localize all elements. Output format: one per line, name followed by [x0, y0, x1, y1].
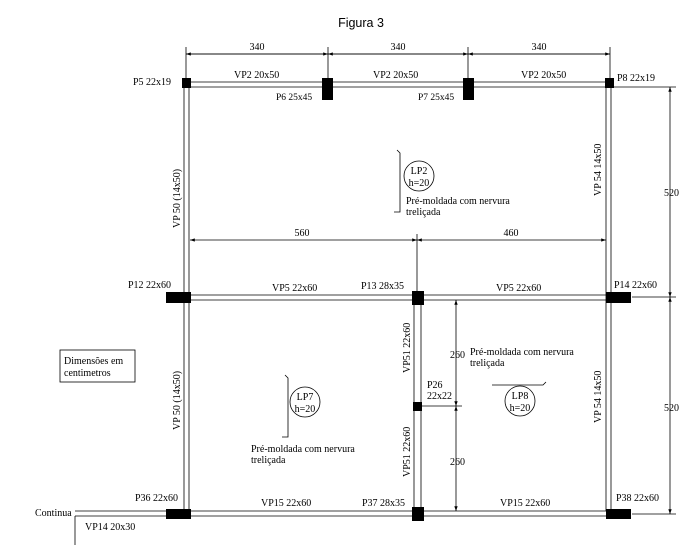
lp2-note-2: treliçada — [406, 207, 441, 218]
pillar-p5 — [182, 78, 191, 88]
label-p13: P13 28x35 — [361, 281, 404, 292]
pillar-p14 — [606, 292, 631, 303]
pillar-p26 — [413, 402, 422, 411]
label-vp51-top: VP51 22x60 — [402, 323, 413, 373]
label-vp5-2: VP5 22x60 — [496, 283, 541, 294]
right-dimension-line: 520 520 — [612, 86, 679, 515]
pillar-p6 — [322, 78, 333, 100]
pillar-p8 — [605, 78, 614, 88]
lp8-h: h=20 — [510, 403, 531, 414]
lp8-note-2: treliçada — [470, 358, 505, 369]
slab-lp7: LP7 h=20 Pré-moldada com nervura treliça… — [251, 374, 355, 466]
lp7-name: LP7 — [297, 392, 314, 403]
label-p7: P7 25x45 — [418, 93, 454, 103]
label-p36: P36 22x60 — [135, 493, 178, 504]
label-p38: P38 22x60 — [616, 493, 659, 504]
vp51-dimension-line: 260 260 — [422, 300, 465, 511]
label-vp51-bottom: VP51 22x60 — [402, 427, 413, 477]
pillar-p37 — [412, 507, 424, 521]
lp7-h: h=20 — [295, 404, 316, 415]
dim-top-span-3: 340 — [532, 42, 547, 53]
lp8-note-1: Pré-moldada com nervura — [470, 347, 574, 358]
units-legend: Dimensões em centimetros — [59, 349, 136, 383]
label-p6: P6 25x45 — [276, 93, 312, 103]
lp2-name: LP2 — [411, 166, 428, 177]
slab-lp8: LP8 h=20 Pré-moldada com nervura treliça… — [470, 347, 574, 417]
label-p26-dim: 22x22 — [427, 391, 452, 402]
pillar-p7 — [463, 78, 474, 100]
lp2-note-1: Pré-moldada com nervura — [406, 196, 510, 207]
lp7-note-2: treliçada — [251, 455, 286, 466]
label-p12: P12 22x60 — [128, 280, 171, 291]
label-p5: P5 22x19 — [133, 77, 171, 88]
figure-title: Figura 3 — [338, 16, 384, 30]
dim-mid-span-1: 560 — [295, 228, 310, 239]
label-vp14: VP14 20x30 — [85, 522, 135, 533]
label-vp15-2: VP15 22x60 — [500, 498, 550, 509]
lp2-h: h=20 — [409, 178, 430, 189]
label-vp2-1: VP2 20x50 — [234, 70, 279, 81]
dim-right-height-1: 520 — [664, 188, 679, 199]
label-vp5-1: VP5 22x60 — [272, 283, 317, 294]
dim-top-span-2: 340 — [391, 42, 406, 53]
dim-vp51-height-2: 260 — [450, 457, 465, 468]
pillar-p12 — [166, 292, 191, 303]
label-p8: P8 22x19 — [617, 73, 655, 84]
label-p14: P14 22x60 — [614, 280, 657, 291]
dim-mid-span-2: 460 — [504, 228, 519, 239]
pillar-p36 — [166, 509, 191, 519]
label-vp50-bottom: VP 50 (14x50) — [172, 371, 183, 430]
continua-label: Continua — [35, 508, 72, 519]
label-vp54-bottom: VP 54 14x50 — [593, 371, 604, 423]
label-vp15-1: VP15 22x60 — [261, 498, 311, 509]
lp7-note-1: Pré-moldada com nervura — [251, 444, 355, 455]
pillar-p38 — [606, 509, 631, 519]
legend-line-1: Dimensões em — [64, 356, 123, 367]
label-p26-name: P26 — [427, 380, 443, 391]
dim-vp51-height-1: 260 — [450, 350, 465, 361]
label-p37: P37 28x35 — [362, 498, 405, 509]
label-vp2-3: VP2 20x50 — [521, 70, 566, 81]
slab-lp2: LP2 h=20 Pré-moldada com nervura treliça… — [394, 149, 510, 218]
label-vp50-top: VP 50 (14x50) — [172, 169, 183, 228]
dim-right-height-2: 520 — [664, 403, 679, 414]
dim-top-span-1: 340 — [250, 42, 265, 53]
beams — [74, 81, 630, 545]
legend-line-2: centimetros — [64, 368, 111, 379]
pillars — [166, 78, 631, 521]
lp8-name: LP8 — [512, 391, 529, 402]
label-vp2-2: VP2 20x50 — [373, 70, 418, 81]
mid-dimension-line: 560 460 — [190, 228, 606, 291]
pillar-p13 — [412, 291, 424, 305]
label-vp54-top: VP 54 14x50 — [593, 144, 604, 196]
top-dimension-line: 340 340 340 — [185, 42, 611, 82]
